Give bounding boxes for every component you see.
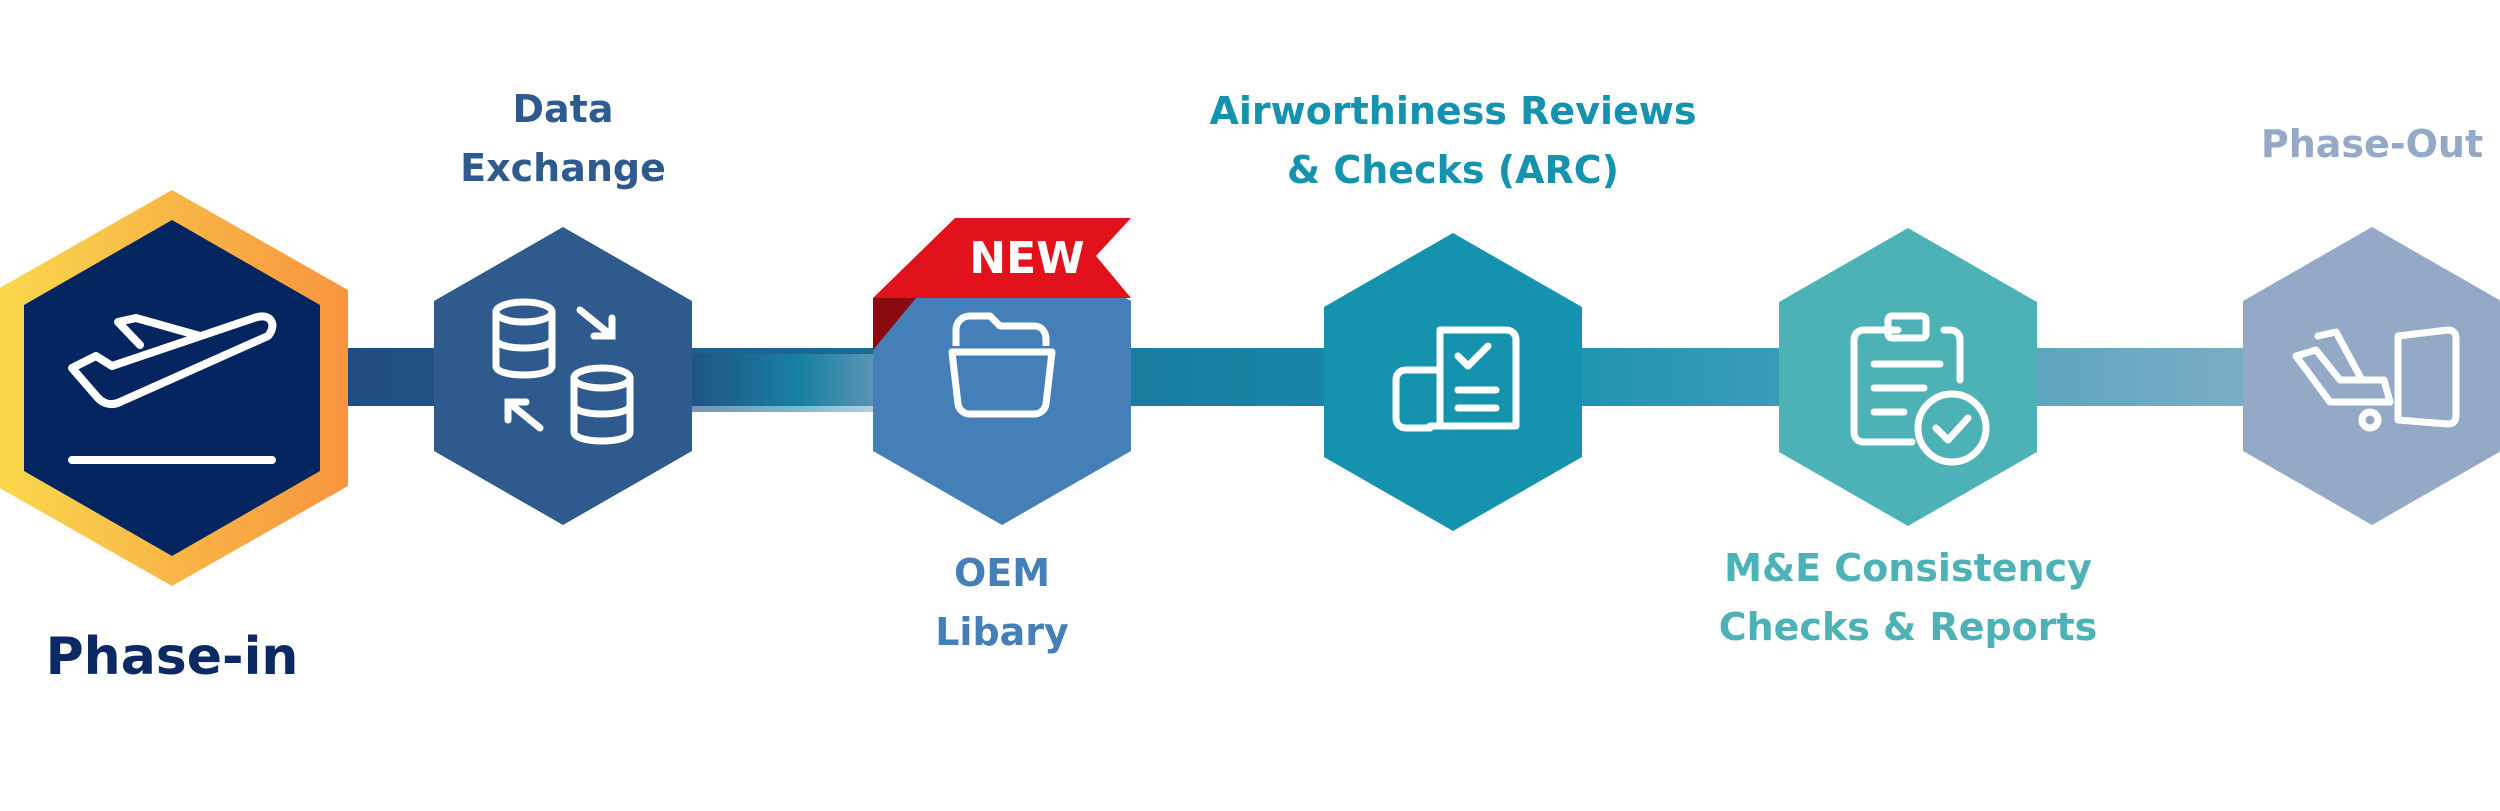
label-me-consistency-line-2: Checks & Reports bbox=[1718, 604, 2098, 649]
label-me-consistency: M&E Consistency Checks & Reports bbox=[1719, 539, 2098, 657]
step-phase-out[interactable] bbox=[2243, 227, 2500, 525]
phase-out-hexagon bbox=[2243, 227, 2500, 525]
label-phase-out-line-1: Phase-Out bbox=[2260, 122, 2484, 166]
document-check-icon bbox=[1392, 326, 1520, 432]
label-data-exchange-line-2: Exchange bbox=[460, 145, 666, 190]
label-me-consistency-line-1: M&E Consistency bbox=[1724, 546, 2092, 590]
connector-band-2 bbox=[690, 354, 890, 412]
oem-library-hexagon bbox=[873, 227, 1131, 525]
label-oem-library-line-1: OEM bbox=[953, 551, 1051, 595]
label-arc: Airworthiness Reviews & Checks (ARC) bbox=[1210, 82, 1697, 200]
folder-icon bbox=[948, 312, 1056, 418]
airplane-exit-icon bbox=[2292, 326, 2460, 432]
new-badge-label: NEW bbox=[969, 233, 1084, 284]
step-me-consistency[interactable] bbox=[1779, 228, 2037, 526]
new-badge bbox=[873, 218, 1131, 298]
arc-hexagon bbox=[1324, 233, 1582, 531]
step-data-exchange[interactable] bbox=[434, 227, 692, 525]
new-badge-fold bbox=[873, 298, 916, 350]
airplane-takeoff-icon bbox=[68, 312, 277, 464]
step-oem-library[interactable]: NEW bbox=[873, 218, 1131, 525]
label-phase-out: Phase-Out bbox=[2261, 115, 2483, 174]
step-arc[interactable] bbox=[1324, 233, 1582, 531]
label-data-exchange: Data Exchange bbox=[460, 80, 666, 198]
label-phase-in-line-1: Phase-in bbox=[45, 627, 299, 687]
label-phase-in: Phase-in bbox=[46, 617, 299, 698]
label-arc-line-1: Airworthiness Reviews bbox=[1209, 89, 1697, 133]
label-oem-library-line-2: Libary bbox=[935, 609, 1069, 654]
me-consistency-hexagon bbox=[1779, 228, 2037, 526]
step-phase-in[interactable] bbox=[0, 190, 348, 586]
data-exchange-hexagon bbox=[434, 227, 692, 525]
database-exchange-icon bbox=[492, 298, 634, 445]
label-data-exchange-line-1: Data bbox=[512, 87, 614, 131]
clipboard-check-icon bbox=[1850, 312, 1990, 466]
label-arc-line-2: & Checks (ARC) bbox=[1286, 147, 1620, 192]
phase-in-hexagon bbox=[24, 220, 320, 556]
label-oem-library: OEM Libary bbox=[935, 544, 1069, 662]
